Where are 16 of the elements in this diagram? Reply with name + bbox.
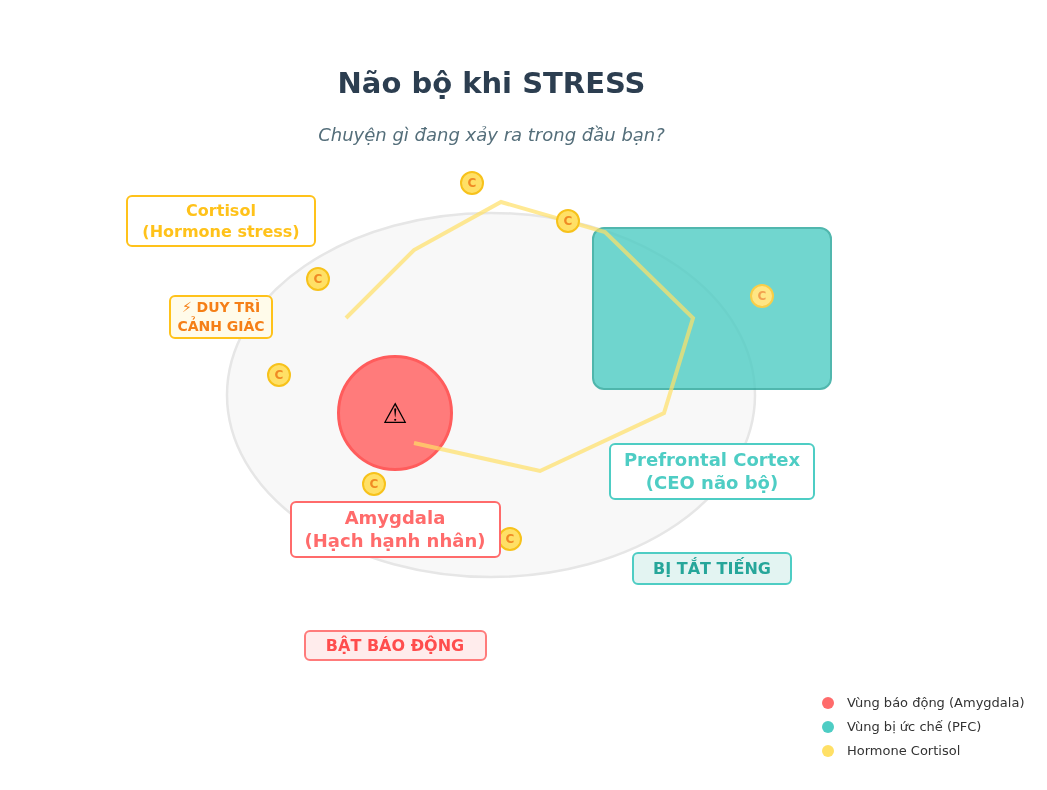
status-tag: BỊ TẮT TIẾNG	[632, 551, 792, 585]
title: Não bộ khi STRESS	[336, 66, 647, 100]
cortisol-coin: C	[460, 171, 484, 195]
legend-label: Vùng báo động (Amygdala)	[847, 695, 1025, 710]
legend-label: Hormone Cortisol	[847, 743, 961, 758]
cortisol-coin: C	[750, 283, 774, 308]
subtitle: Chuyện gì đang xảy ra trong đầu bạn?	[317, 124, 666, 145]
legend-label: Vùng bị ức chế (PFC)	[847, 719, 982, 734]
region-label: Amygdala (Hạch hạnh nhân)	[289, 500, 501, 558]
status-tag: BẬT BÁO ĐỘNG	[303, 629, 487, 661]
effect-tag: ⚡ DUY TRÌ CẢNH GIÁC	[169, 295, 273, 339]
cortisol-coin: C	[556, 209, 580, 233]
hormone-label: Cortisol (Hormone stress)	[126, 195, 316, 247]
region-label: Prefrontal Cortex (CEO não bộ)	[609, 442, 815, 500]
warning-symbol: ⚠	[382, 396, 408, 430]
prefrontal-cortex-block	[592, 226, 832, 390]
